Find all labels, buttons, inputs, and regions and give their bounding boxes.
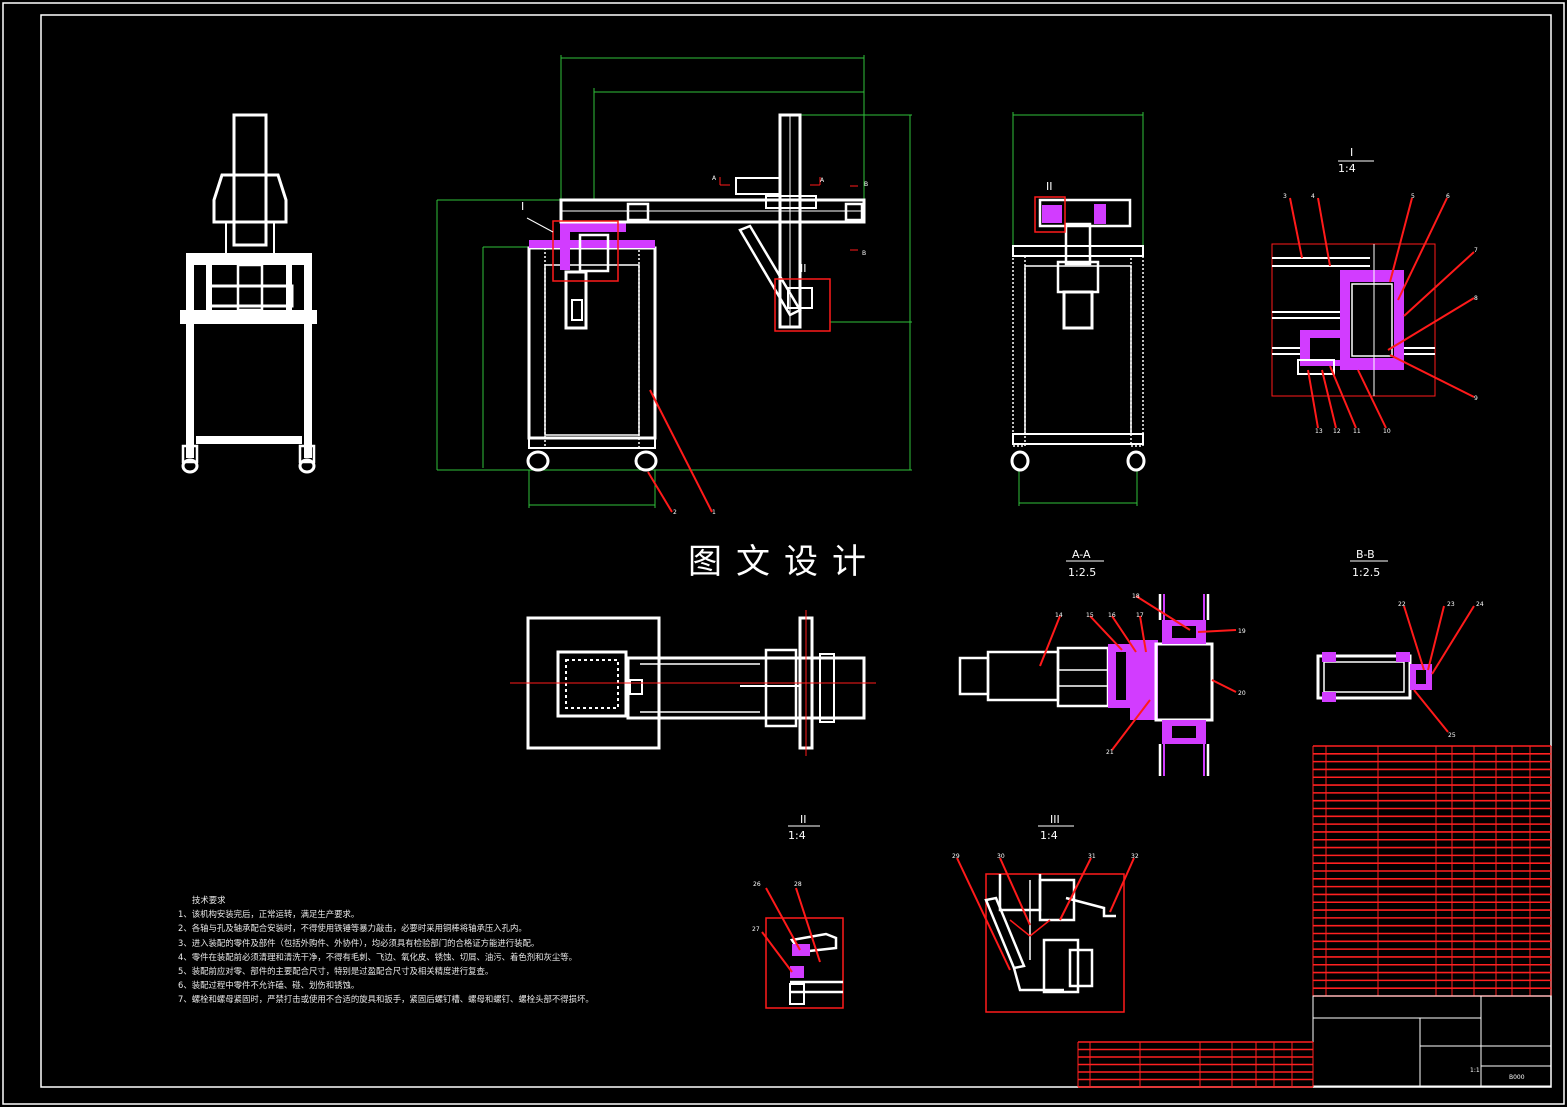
balloon-2: 2	[673, 509, 677, 516]
technical-requirements: 技术要求 1、该机构安装完后，正常运转，满足生产要求。 2、各轴与孔及轴承配合安…	[178, 893, 594, 1007]
balloon-26: 26	[753, 881, 761, 888]
balloon-4: 4	[1311, 193, 1315, 200]
balloon-29: 29	[952, 853, 960, 860]
detail-ii-scale: 1:4	[788, 829, 806, 842]
side-marker-ii: II	[1046, 180, 1053, 193]
balloon-15: 15	[1086, 612, 1094, 619]
drawing-scale: 1:1	[1470, 1067, 1480, 1074]
balloon-11: 11	[1353, 428, 1361, 435]
balloon-21: 21	[1106, 749, 1114, 756]
balloon-32: 32	[1131, 853, 1139, 860]
title-block: B000 1:1	[1312, 995, 1552, 1087]
balloon-13: 13	[1315, 428, 1323, 435]
balloon-3: 3	[1283, 193, 1287, 200]
balloon-27: 27	[752, 926, 760, 933]
balloon-8: 8	[1474, 295, 1478, 302]
balloon-6: 6	[1446, 193, 1450, 200]
marker-detail-ii: II	[800, 262, 807, 275]
marker-a-right: A	[820, 177, 825, 184]
detail-ii-view: II 1:4 26 27 28	[752, 813, 844, 1009]
section-aa-scale: 1:2.5	[1068, 566, 1096, 579]
right-side-view: II	[1010, 112, 1146, 506]
balloon-18: 18	[1132, 593, 1140, 600]
section-b-b-view: B-B 1:2.5 22 23 24 25	[1316, 548, 1484, 739]
section-bb-title: B-B	[1356, 548, 1375, 561]
balloon-10: 10	[1383, 428, 1391, 435]
detail-iii-title: III	[1050, 813, 1060, 826]
section-bb-scale: 1:2.5	[1352, 566, 1380, 579]
detail-iii-scale: 1:4	[1040, 829, 1058, 842]
balloon-7: 7	[1474, 247, 1478, 254]
tech-req-item: 5、装配前应对零、部件的主要配合尺寸，特别是过盈配合尺寸及相关精度进行复查。	[178, 966, 494, 977]
balloon-14: 14	[1055, 612, 1063, 619]
parts-list-table	[1312, 745, 1552, 997]
balloon-9: 9	[1474, 395, 1478, 402]
left-side-view	[180, 113, 317, 474]
balloon-23: 23	[1447, 601, 1455, 608]
detail-ii-title: II	[800, 813, 807, 826]
marker-a-left: A	[712, 175, 717, 182]
balloon-19: 19	[1238, 628, 1246, 635]
balloon-22: 22	[1398, 601, 1406, 608]
marker-b-bottom: B	[862, 250, 866, 257]
detail-iii-view: III 1:4 29 30 31 32	[952, 813, 1139, 1013]
balloon-25: 25	[1448, 732, 1456, 739]
section-aa-title: A-A	[1072, 548, 1091, 561]
detail-i-scale: 1:4	[1338, 162, 1356, 175]
marker-detail-i: I	[521, 200, 524, 213]
top-view	[510, 610, 876, 756]
balloon-30: 30	[997, 853, 1005, 860]
drawing-number: B000	[1509, 1074, 1525, 1081]
balloon-5: 5	[1411, 193, 1415, 200]
section-a-a-view: A-A 1:2.5 14 15 16 17 18 19 20 21	[958, 548, 1246, 776]
balloon-31: 31	[1088, 853, 1096, 860]
marker-b-top: B	[864, 181, 868, 188]
tech-req-item: 3、进入装配的零件及部件（包括外购件、外协件），均必须具有检验部门的合格证方能进…	[178, 937, 540, 948]
balloon-16: 16	[1108, 612, 1116, 619]
tech-req-item: 4、零件在装配前必须清理和清洗干净，不得有毛刺、飞边、氧化皮、锈蚀、切屑、油污、…	[178, 951, 577, 962]
tech-req-item: 7、螺栓和螺母紧固时，严禁打击或使用不合适的旋具和扳手，紧固后螺钉槽、螺母和螺钉…	[178, 994, 594, 1005]
balloon-17: 17	[1136, 612, 1144, 619]
tech-req-item: 1、该机构安装完后，正常运转，满足生产要求。	[178, 909, 360, 920]
tech-req-item: 2、各轴与孔及轴承配合安装时，不得使用铁锤等暴力敲击，必要时采用铜棒将轴承压入孔…	[178, 923, 527, 934]
balloon-24: 24	[1476, 601, 1484, 608]
sheet-title: 图文设计	[688, 542, 880, 582]
balloon-28: 28	[794, 881, 802, 888]
balloon-12: 12	[1333, 428, 1341, 435]
inner-frame	[40, 14, 1552, 1088]
balloon-1: 1	[712, 509, 716, 516]
detail-i-view: I 1:4 3 4 5 6 7 8 9 10	[1271, 146, 1478, 435]
balloon-20: 20	[1238, 690, 1246, 697]
tech-req-title: 技术要求	[192, 895, 226, 905]
front-view: A A B B I II 2 1	[436, 55, 912, 516]
revision-table	[1077, 1041, 1314, 1088]
tech-req-item: 6、装配过程中零件不允许磕、碰、划伤和锈蚀。	[178, 980, 360, 991]
detail-i-title: I	[1350, 146, 1353, 159]
